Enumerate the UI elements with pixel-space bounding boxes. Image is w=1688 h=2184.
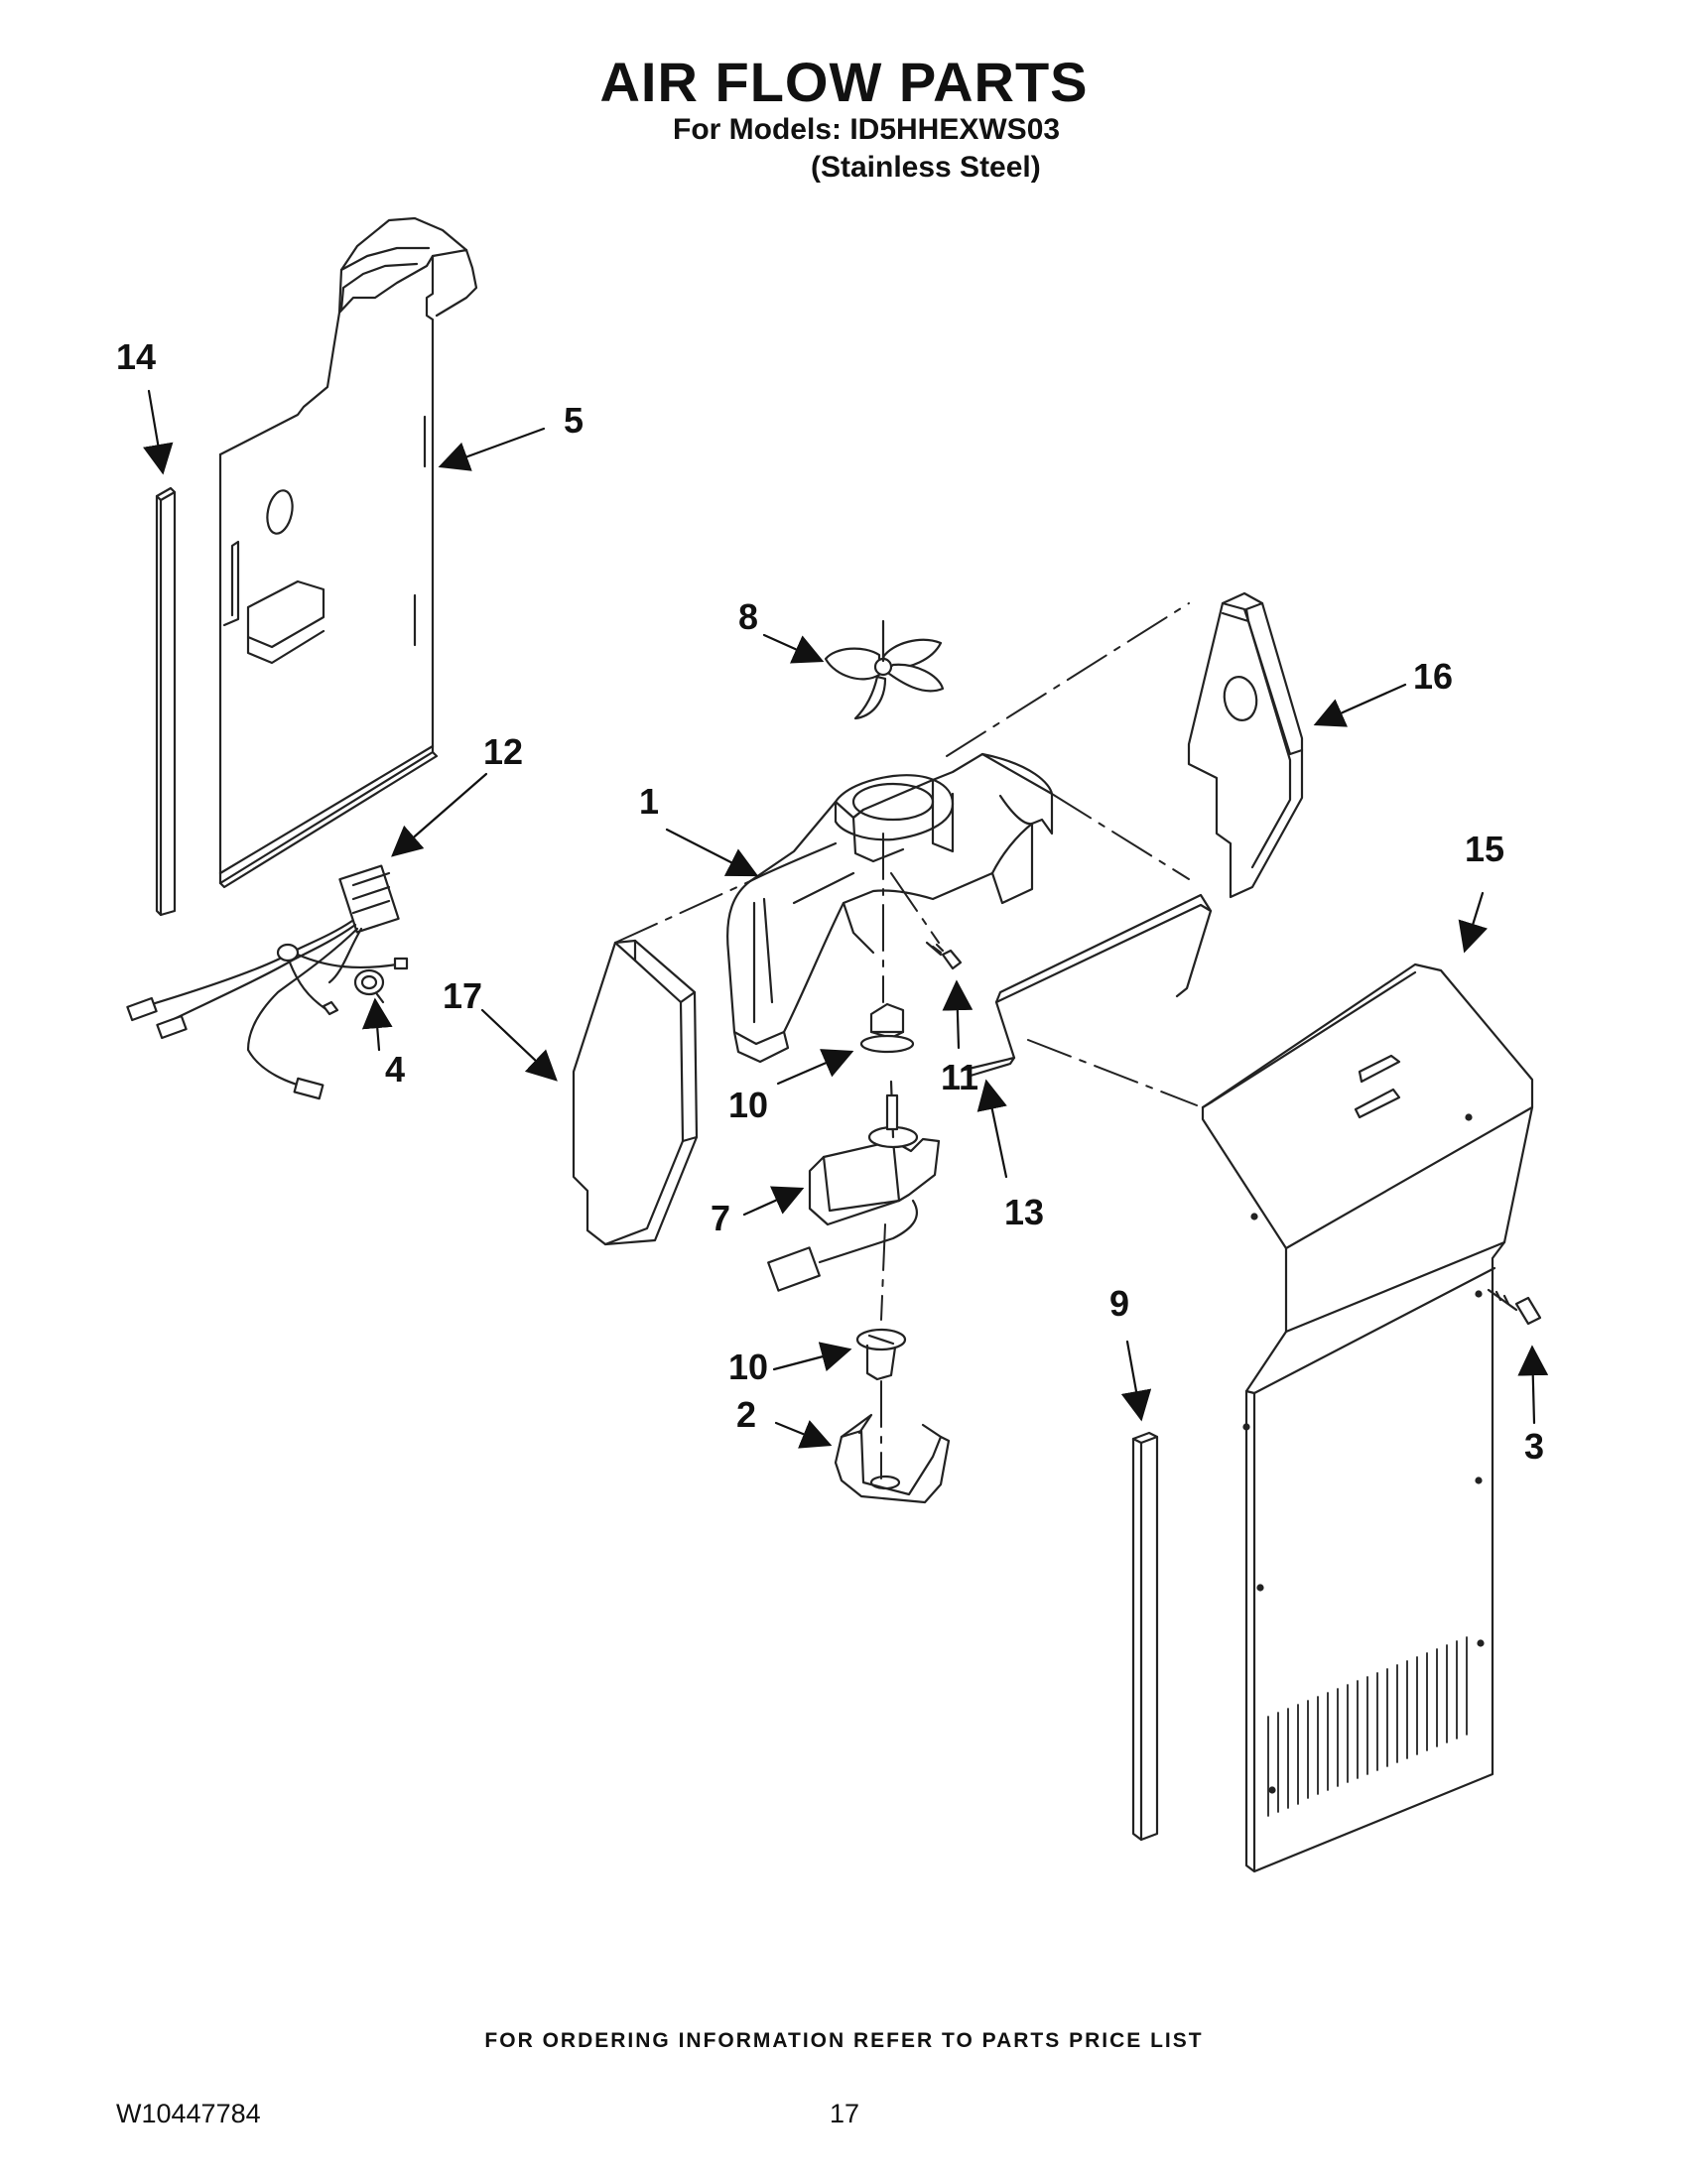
page-title: AIR FLOW PARTS xyxy=(599,51,1089,113)
callout-9: 9 xyxy=(1109,1283,1130,1324)
part-8-fan-blade xyxy=(824,619,945,720)
part-9-seal-strip xyxy=(1131,1431,1159,1842)
callout-10-lower: 10 xyxy=(728,1347,769,1387)
callout-leader-lines xyxy=(143,389,1549,1449)
callout-7: 7 xyxy=(711,1198,731,1238)
part-2-motor-bracket xyxy=(834,1413,951,1504)
callout-3: 3 xyxy=(1524,1426,1545,1467)
part-4-grommet xyxy=(353,968,385,1004)
part-3-screw xyxy=(1487,1288,1542,1326)
callout-10-upper: 10 xyxy=(728,1085,769,1125)
callout-2: 2 xyxy=(736,1394,757,1435)
model-number: For Models: ID5HHEXWS03 xyxy=(673,113,1061,146)
callout-13: 13 xyxy=(1004,1192,1045,1232)
callout-1: 1 xyxy=(639,781,660,822)
callout-5: 5 xyxy=(564,400,584,441)
part-15-rear-cover xyxy=(1201,963,1534,1873)
part-12-wire-harness xyxy=(126,864,409,1100)
callout-12: 12 xyxy=(483,731,524,772)
part-7-fan-motor xyxy=(767,1080,941,1292)
assembly-guide-lines xyxy=(614,602,1198,1479)
ordering-info-note: FOR ORDERING INFORMATION REFER TO PARTS … xyxy=(484,2029,1204,2052)
part-10-lower-bushing xyxy=(855,1328,907,1381)
part-14-seal-strip xyxy=(155,486,177,917)
part-17-side-baffle xyxy=(572,939,699,1246)
part-11-screw xyxy=(925,941,963,970)
callout-16: 16 xyxy=(1413,656,1454,697)
part-10-upper-bushing xyxy=(859,1002,915,1054)
callout-8: 8 xyxy=(738,596,759,637)
part-13-wire-bracket xyxy=(963,893,1213,1078)
part-5-air-duct-panel xyxy=(218,216,478,889)
model-info: For Models: ID5HHEXWS03 (Stainless Steel… xyxy=(673,111,1060,187)
page-number: 17 xyxy=(830,2099,860,2128)
callout-15: 15 xyxy=(1465,829,1505,869)
callout-11: 11 xyxy=(941,1057,979,1097)
part-16-side-baffle xyxy=(1187,591,1304,899)
model-finish: (Stainless Steel) xyxy=(811,151,1041,184)
document-number: W10447784 xyxy=(116,2099,261,2128)
part-1-fan-housing xyxy=(726,752,1054,1064)
callout-17: 17 xyxy=(443,975,483,1016)
callout-4: 4 xyxy=(385,1049,406,1090)
callout-14: 14 xyxy=(116,336,157,377)
